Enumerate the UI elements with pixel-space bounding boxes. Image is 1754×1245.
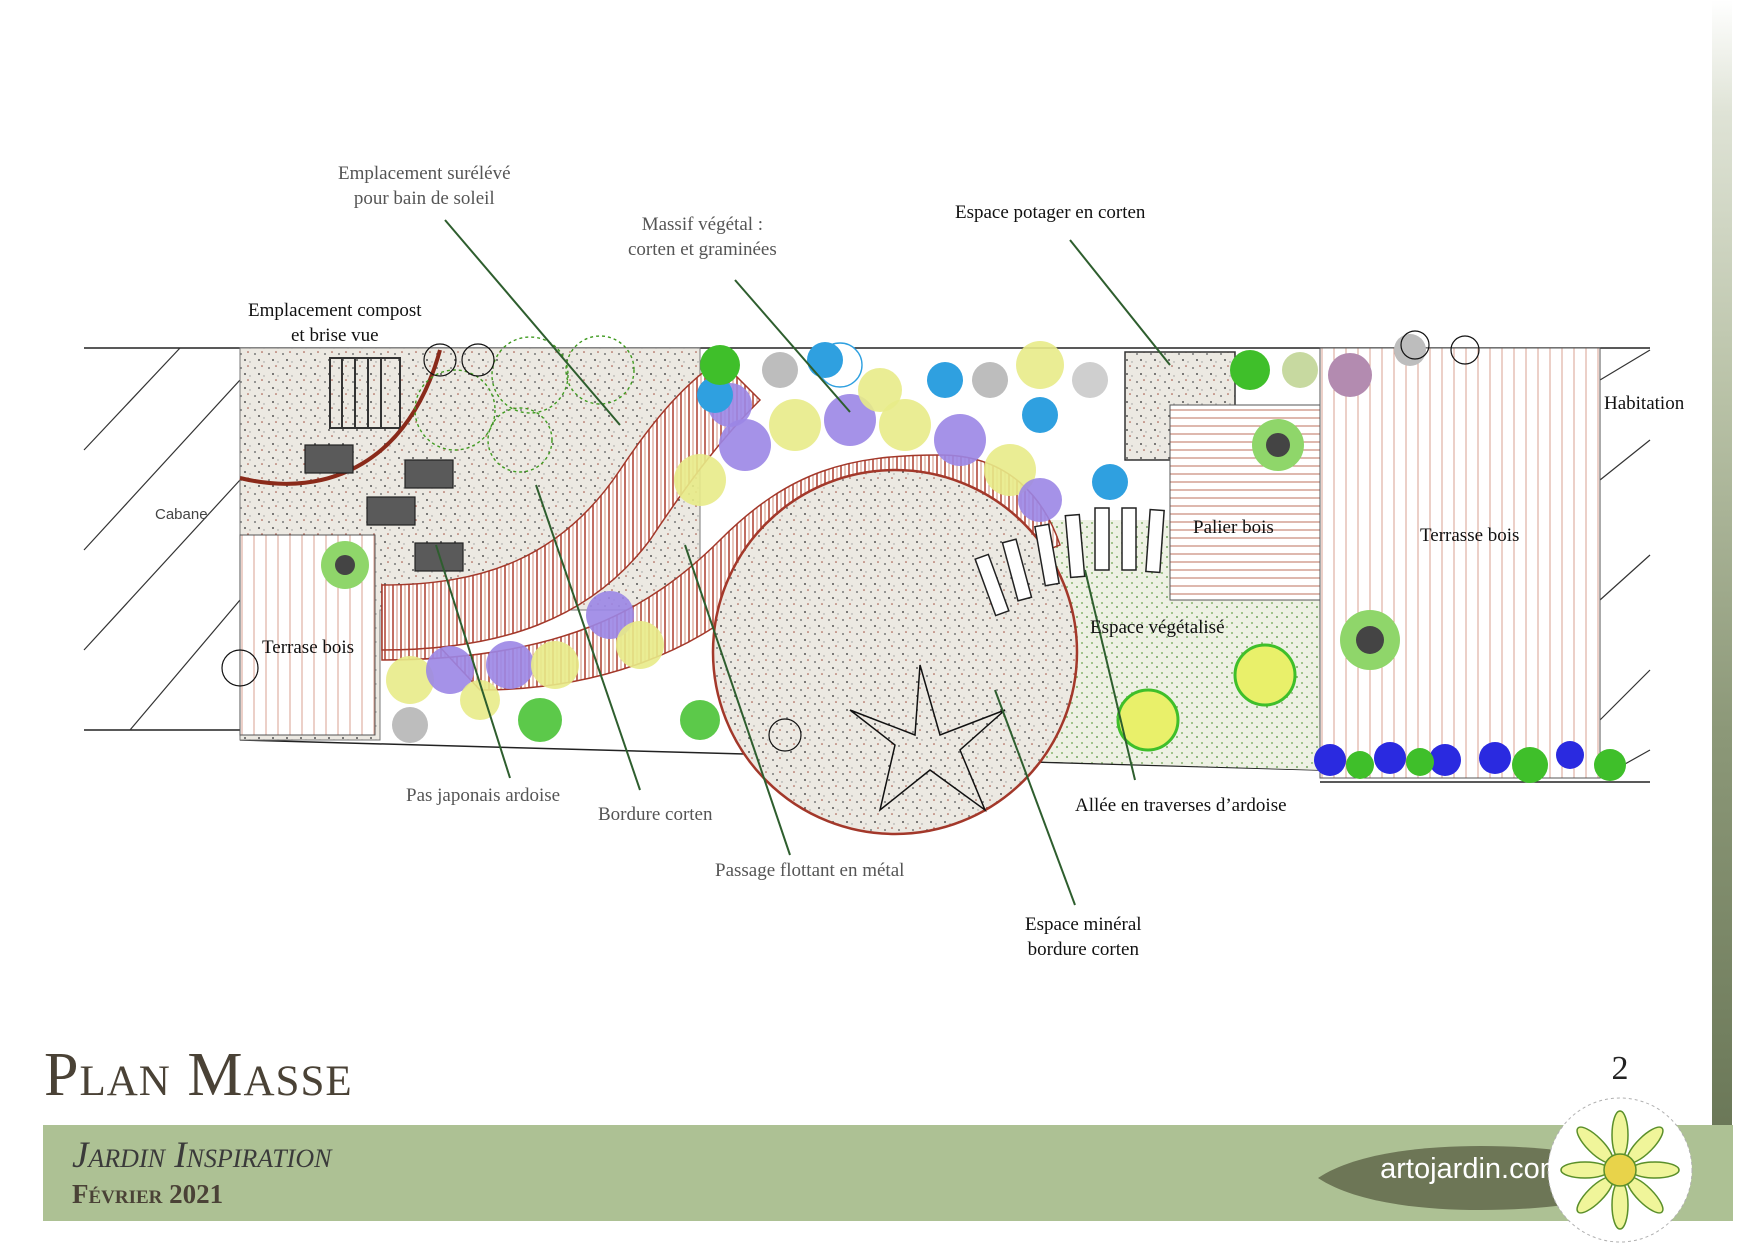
- page-number: 2: [1611, 1050, 1629, 1087]
- label-massif-vegetal: Massif végétal :corten et graminées: [628, 214, 777, 260]
- side-gradient-bar: [1712, 0, 1732, 1125]
- label-pas-japonais: Pas japonais ardoise: [406, 785, 561, 806]
- terrasse-right: [1319, 347, 1601, 779]
- label-espace-vegetalise: Espace végétalisé: [1090, 617, 1225, 638]
- leaf-shape: [1318, 1145, 1578, 1211]
- label-cabane: Cabane: [155, 506, 208, 523]
- plants: [221, 330, 1626, 813]
- palier: [1169, 404, 1321, 601]
- compost: [329, 357, 401, 429]
- label-bordure-corten: Bordure corten: [598, 804, 713, 825]
- label-allee-traverses: Allée en traverses d’ardoise: [1075, 795, 1287, 816]
- label-habitation: Habitation: [1604, 393, 1685, 414]
- slate-sleepers: [974, 507, 1165, 617]
- project-name: Jardin Inspiration: [72, 1135, 332, 1176]
- label-terrasse-left: Terrase bois: [262, 637, 355, 658]
- label-palier-bois: Palier bois: [1193, 517, 1274, 538]
- page-title: Plan Masse: [44, 1041, 353, 1109]
- label-terrasse-right: Terrasse bois: [1420, 525, 1520, 546]
- label-espace-potager: Espace potager en corten: [955, 202, 1146, 223]
- leader-lines: [435, 219, 1171, 906]
- stepping-stones: [304, 444, 464, 572]
- project-date: Février 2021: [72, 1179, 224, 1209]
- flower-logo-icon: [1547, 1097, 1693, 1243]
- cabane-hatch: [83, 347, 241, 731]
- mineral-circle: [711, 468, 1079, 836]
- label-passage-flottant: Passage flottant en métal: [715, 860, 905, 881]
- brand-url: artojardin.com: [1380, 1153, 1564, 1185]
